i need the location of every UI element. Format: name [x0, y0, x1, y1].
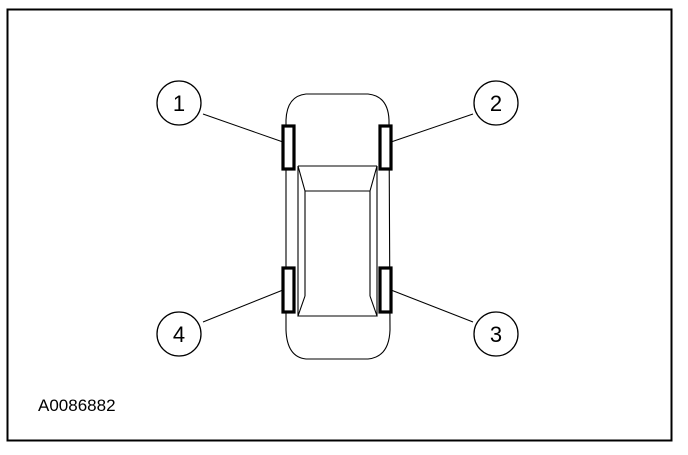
callout-label: 2 [490, 91, 502, 116]
callout-4: 4 [156, 311, 202, 357]
leader-line-3 [390, 289, 474, 323]
callout-label: 4 [173, 322, 185, 347]
callout-label: 1 [173, 91, 185, 116]
callout-3: 3 [473, 311, 519, 357]
figure-id: A0086882 [38, 396, 116, 415]
vehicle-top-view [285, 93, 391, 360]
leader-line-1 [202, 113, 284, 143]
callout-circle [156, 311, 202, 357]
callout-circle [156, 80, 202, 126]
rear-left-wheel [281, 266, 296, 314]
rear-right-wheel [378, 266, 393, 314]
leader-line-2 [390, 113, 474, 143]
callout-circle [473, 311, 519, 357]
callout-label: 3 [490, 322, 502, 347]
front-right-wheel [378, 124, 393, 171]
vehicle-outline [285, 93, 391, 360]
callout-circle [473, 80, 519, 126]
leader-line-4 [202, 289, 284, 323]
windshield [297, 165, 378, 192]
callout-2: 2 [473, 80, 519, 126]
rear-window [297, 295, 378, 317]
diagram-border [6, 8, 673, 442]
callout-1: 1 [156, 80, 202, 126]
front-left-wheel [281, 124, 296, 171]
